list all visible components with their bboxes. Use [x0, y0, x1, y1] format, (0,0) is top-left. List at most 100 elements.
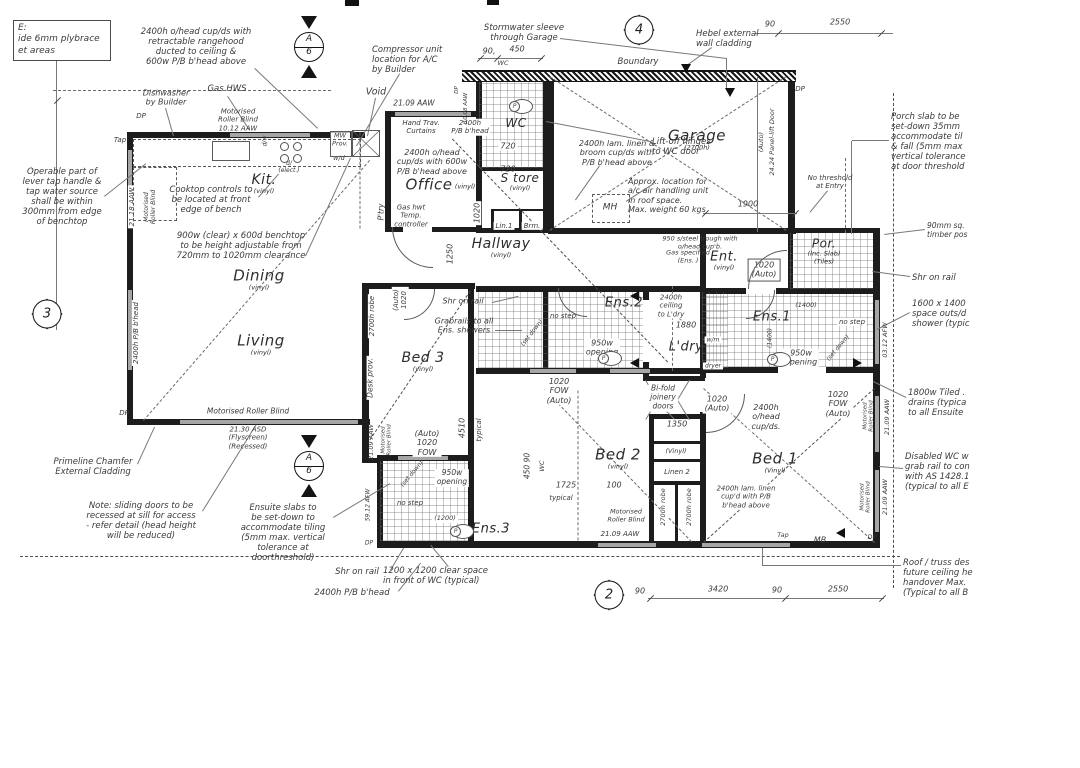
annotation-text: Cooktop controls to be located at front …	[169, 184, 253, 216]
wall-segment	[478, 167, 544, 171]
room-finish-label: (vinyl)	[253, 186, 275, 195]
annotation-text: Porch slab to be set-down 35mm accommoda…	[891, 111, 966, 173]
annotation-text: DP	[453, 86, 460, 94]
annotation-text: DP	[364, 539, 374, 547]
sheet-reference-marker: 3	[30, 297, 64, 331]
wall-segment	[385, 111, 391, 232]
annotation-text: (Auto)	[757, 129, 766, 155]
wall-segment	[649, 414, 654, 546]
room-finish-label: (vinyl)	[490, 250, 512, 259]
window-segment	[610, 369, 650, 373]
annotation-text: Bi-fold joinery doors	[648, 383, 678, 412]
leader-line	[677, 379, 690, 400]
leader-line	[495, 330, 522, 331]
room-finish-label: (vinyl)	[607, 462, 629, 471]
annotation-text: Disabled WC w grab rail to con with AS 1…	[905, 451, 970, 493]
annotation-text: 2400h o/head cup/ds with retractable ran…	[140, 26, 252, 68]
toilet-pan-symbol: P	[509, 99, 533, 114]
annotation-text: Compressor unit location for A/C by Buil…	[372, 44, 443, 76]
annotation-text: no step	[549, 311, 577, 320]
leader-line	[703, 213, 797, 214]
leader-line	[762, 548, 763, 566]
annotation-text: P'try	[376, 203, 386, 221]
window-segment	[530, 369, 576, 373]
window-segment	[875, 396, 879, 452]
wall-segment	[476, 368, 706, 374]
annotation-text: MW Prov.	[330, 131, 350, 148]
annotation-text: 90	[764, 19, 776, 29]
annotation-text: Grabrails to all Ens. showers	[434, 316, 494, 335]
door-swing-arc	[392, 227, 433, 268]
fixture-outline	[212, 141, 250, 161]
annotation-text: 24.24 Panel-lift Door	[768, 106, 777, 178]
annotation-text: 10.08 AAW	[462, 92, 469, 124]
annotation-text: 21.09 AAW	[393, 98, 435, 108]
annotation-text: 03.12 AFW	[881, 322, 890, 358]
section-sheet-number: 6	[306, 466, 312, 476]
annotation-text: (Auto) 1020 FOW	[412, 428, 442, 458]
annotation-text: 21.09 AAW	[881, 479, 890, 515]
annotation-text: Brm.	[521, 221, 543, 231]
annotation-text: DP	[119, 408, 129, 417]
wall-segment	[377, 458, 383, 548]
annotation-text: w/d	[331, 154, 347, 163]
annotation-text: 90mm sq. timber pos	[927, 221, 968, 239]
annotation-text: 3420	[707, 584, 729, 594]
room-name: L'dry	[668, 339, 704, 355]
room-label-hallway: Hallway(vinyl)	[472, 237, 531, 259]
room-label-office: Office(vinyl)	[405, 177, 475, 193]
annotation-text: Dishwasher by Builder	[142, 88, 190, 107]
hebel-clad-wall	[462, 70, 796, 82]
annotation-text: Boundary	[617, 56, 659, 67]
annotation-text: 2400h o/head cup/ds with 600w P/B b'head…	[396, 147, 468, 176]
annotation-text: 1020 FOW (Auto)	[544, 376, 574, 406]
room-label-bed3: Bed 3(vinyl)	[402, 351, 445, 373]
dashed-line	[577, 390, 579, 541]
tiled-floor-area	[790, 233, 873, 289]
annotation-text: Motorised Roller Blind	[859, 481, 872, 513]
wall-segment	[362, 458, 383, 463]
wall-segment	[491, 209, 547, 211]
annotation-text: DP	[136, 111, 146, 120]
annotation-text: 1020	[472, 200, 482, 226]
annotation-text: Motorised Roller Blind	[862, 400, 875, 432]
wall-segment	[548, 228, 796, 234]
pan-outlet: P	[509, 101, 520, 112]
note-line: et areas	[18, 45, 55, 56]
annotation-text: DP	[795, 84, 805, 93]
arrow-triangle	[853, 358, 862, 368]
annotation-text: MH	[602, 202, 618, 213]
annotation-text: 1800w Tiled . drains (typica to all Ensu…	[908, 387, 967, 419]
wall-segment	[476, 78, 482, 233]
annotation-text: Note: sliding doors to be recessed at si…	[86, 500, 196, 542]
room-label-living: Living(vinyl)	[237, 333, 285, 357]
annotation-text: WC	[538, 460, 547, 472]
annotation-text: Operable part of lever tap handle & tap …	[22, 166, 102, 228]
fixture-outline	[330, 131, 352, 157]
room-label-por: Por.(Inc. Slab) (Tiles)	[808, 238, 841, 267]
annotation-text: Ensuite slabs to be set-down to accommod…	[240, 502, 326, 564]
annotation-text: 950w opening	[434, 468, 470, 487]
dimension-tick	[878, 594, 887, 603]
room-name: Ens.3	[471, 521, 511, 537]
tiled-floor-area	[702, 292, 728, 368]
annotation-text: (Vinyl)	[663, 447, 689, 456]
void-shaft-symbol	[352, 130, 380, 157]
annotation-text: Shr on rail	[442, 296, 484, 306]
room-finish-label: (Inc. Slab) (Tiles)	[807, 249, 841, 266]
cooktop-burner	[293, 154, 302, 163]
room-name: Ent.	[710, 249, 738, 265]
section-marker-part	[294, 451, 324, 481]
annotation-text: 21.09 AAW	[600, 529, 640, 538]
room-name: S tore	[500, 170, 540, 185]
section-letter: A	[305, 453, 313, 463]
annotation-text: 1200 x 1200 clear space in front of WC (…	[383, 565, 489, 586]
note-line: E:	[18, 23, 27, 33]
wall-segment	[543, 288, 548, 370]
annotation-text: Hand Trav. Curtains	[400, 118, 442, 136]
annotation-text: 900w (clear) x 600d benchtop to be heigh…	[176, 230, 306, 262]
cooktop-burner	[280, 154, 289, 163]
annotation-text: w/m	[704, 336, 722, 344]
annotation-text: Stormwater sleeve through Garage	[483, 22, 565, 43]
